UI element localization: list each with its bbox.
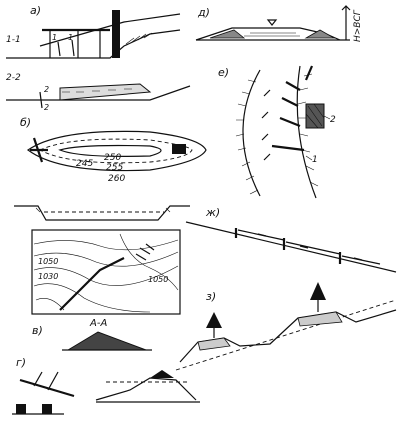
slope-hatching	[125, 32, 153, 45]
panel-a: а) 1-1 2-2 1 1 2 2	[6, 4, 191, 112]
callout-2: 2	[330, 115, 336, 125]
left-bank-hatching	[235, 79, 259, 195]
spur-dikes	[271, 81, 305, 152]
panel-d: д) H>ВСГ	[195, 5, 363, 42]
panel-v-lower: в) А-А	[32, 318, 152, 351]
section-marks-1	[57, 39, 75, 57]
fill-texture	[62, 88, 132, 93]
bridge-piers	[49, 30, 101, 58]
panel-zh: ж)	[185, 206, 397, 273]
contour-line-6	[119, 233, 179, 291]
map-frame	[31, 229, 181, 315]
right-bank-hatching	[297, 73, 319, 187]
label-a: а)	[30, 4, 41, 17]
ground-line-1-1	[6, 29, 181, 59]
left-bank	[242, 69, 261, 197]
mark-1-left: 1	[52, 33, 57, 42]
section-mark-2	[39, 91, 43, 109]
riverbed-slope	[185, 221, 397, 273]
contour-line-4	[33, 283, 151, 313]
canal-section	[14, 205, 190, 221]
label-d: д)	[197, 6, 210, 19]
contour-label-245: 245	[76, 159, 93, 169]
flow-arrows	[261, 89, 271, 161]
tree-icon	[310, 282, 326, 312]
slope-arrows	[135, 243, 155, 261]
contour-label-1030: 1030	[38, 272, 58, 281]
contour-label-250: 250	[104, 153, 121, 163]
canal-profile	[14, 205, 190, 221]
contour-label-260: 260	[108, 174, 125, 184]
callout-leaders	[305, 115, 331, 161]
flow-direction-arrows	[257, 233, 363, 261]
canal-hatching	[35, 207, 171, 213]
embankment-fill	[59, 83, 152, 101]
foundation-block-right	[42, 404, 52, 414]
original-slope-dashed	[175, 299, 397, 371]
label-b: б)	[20, 116, 31, 129]
terrace-fill-upper	[297, 311, 343, 327]
label-g: г)	[16, 356, 26, 369]
contour-label-1050-right: 1050	[148, 275, 168, 284]
mark-2-bottom: 2	[44, 103, 49, 112]
slope-line	[39, 13, 181, 47]
inclined-beam	[19, 378, 75, 398]
contour-line-5	[35, 298, 65, 311]
label-height-condition: H>ВСГ	[353, 9, 363, 42]
height-arrow	[341, 5, 351, 40]
label-section-aa: А-А	[89, 318, 107, 329]
panel-z: з)	[175, 282, 397, 371]
terrace-fill-lower	[197, 337, 231, 351]
callout-1: 1	[312, 155, 318, 165]
panel-b: б) 245 250 255 260	[20, 116, 207, 184]
contour-label-255: 255	[106, 163, 123, 173]
island-outline	[26, 130, 207, 172]
panel-e: е) 2 1	[218, 65, 336, 199]
label-v-lower: в)	[32, 324, 43, 337]
mark-2-top: 2	[44, 85, 49, 94]
slope-profile	[95, 377, 197, 401]
stern-block-right	[172, 144, 186, 154]
contour-line-2	[33, 251, 179, 267]
topographic-map: 1050 1030 1050	[31, 229, 181, 315]
mark-1-right: 1	[68, 33, 73, 42]
label-zh: ж)	[205, 206, 220, 219]
bottom-slope	[95, 370, 200, 403]
panel-g: г)	[12, 356, 75, 415]
building-roof	[150, 370, 174, 378]
label-z: з)	[206, 290, 216, 303]
foundation-block-left	[16, 404, 26, 414]
beam-supports	[33, 371, 59, 391]
structure-hatching	[305, 103, 325, 129]
earth-mound	[66, 331, 147, 351]
abutment-wall	[112, 10, 120, 58]
ground-line-2-2	[6, 85, 191, 101]
label-section-2-2: 2-2	[6, 73, 21, 83]
bow-structure-left	[30, 137, 48, 163]
contour-250	[58, 144, 162, 157]
water-level-marker	[266, 19, 278, 26]
right-bank	[296, 65, 317, 199]
tree-icon	[206, 312, 222, 338]
core-hatching	[244, 32, 300, 37]
contour-label-1050-left: 1050	[38, 257, 58, 266]
dam-toe-right	[304, 29, 336, 39]
label-e: е)	[218, 66, 229, 79]
road-line	[59, 257, 125, 311]
dam-toe-left	[209, 29, 246, 39]
contour-255-dashed	[38, 138, 193, 164]
label-section-1-1: 1-1	[6, 35, 21, 45]
upper-spur	[304, 65, 314, 81]
contour-line-1	[33, 239, 179, 251]
